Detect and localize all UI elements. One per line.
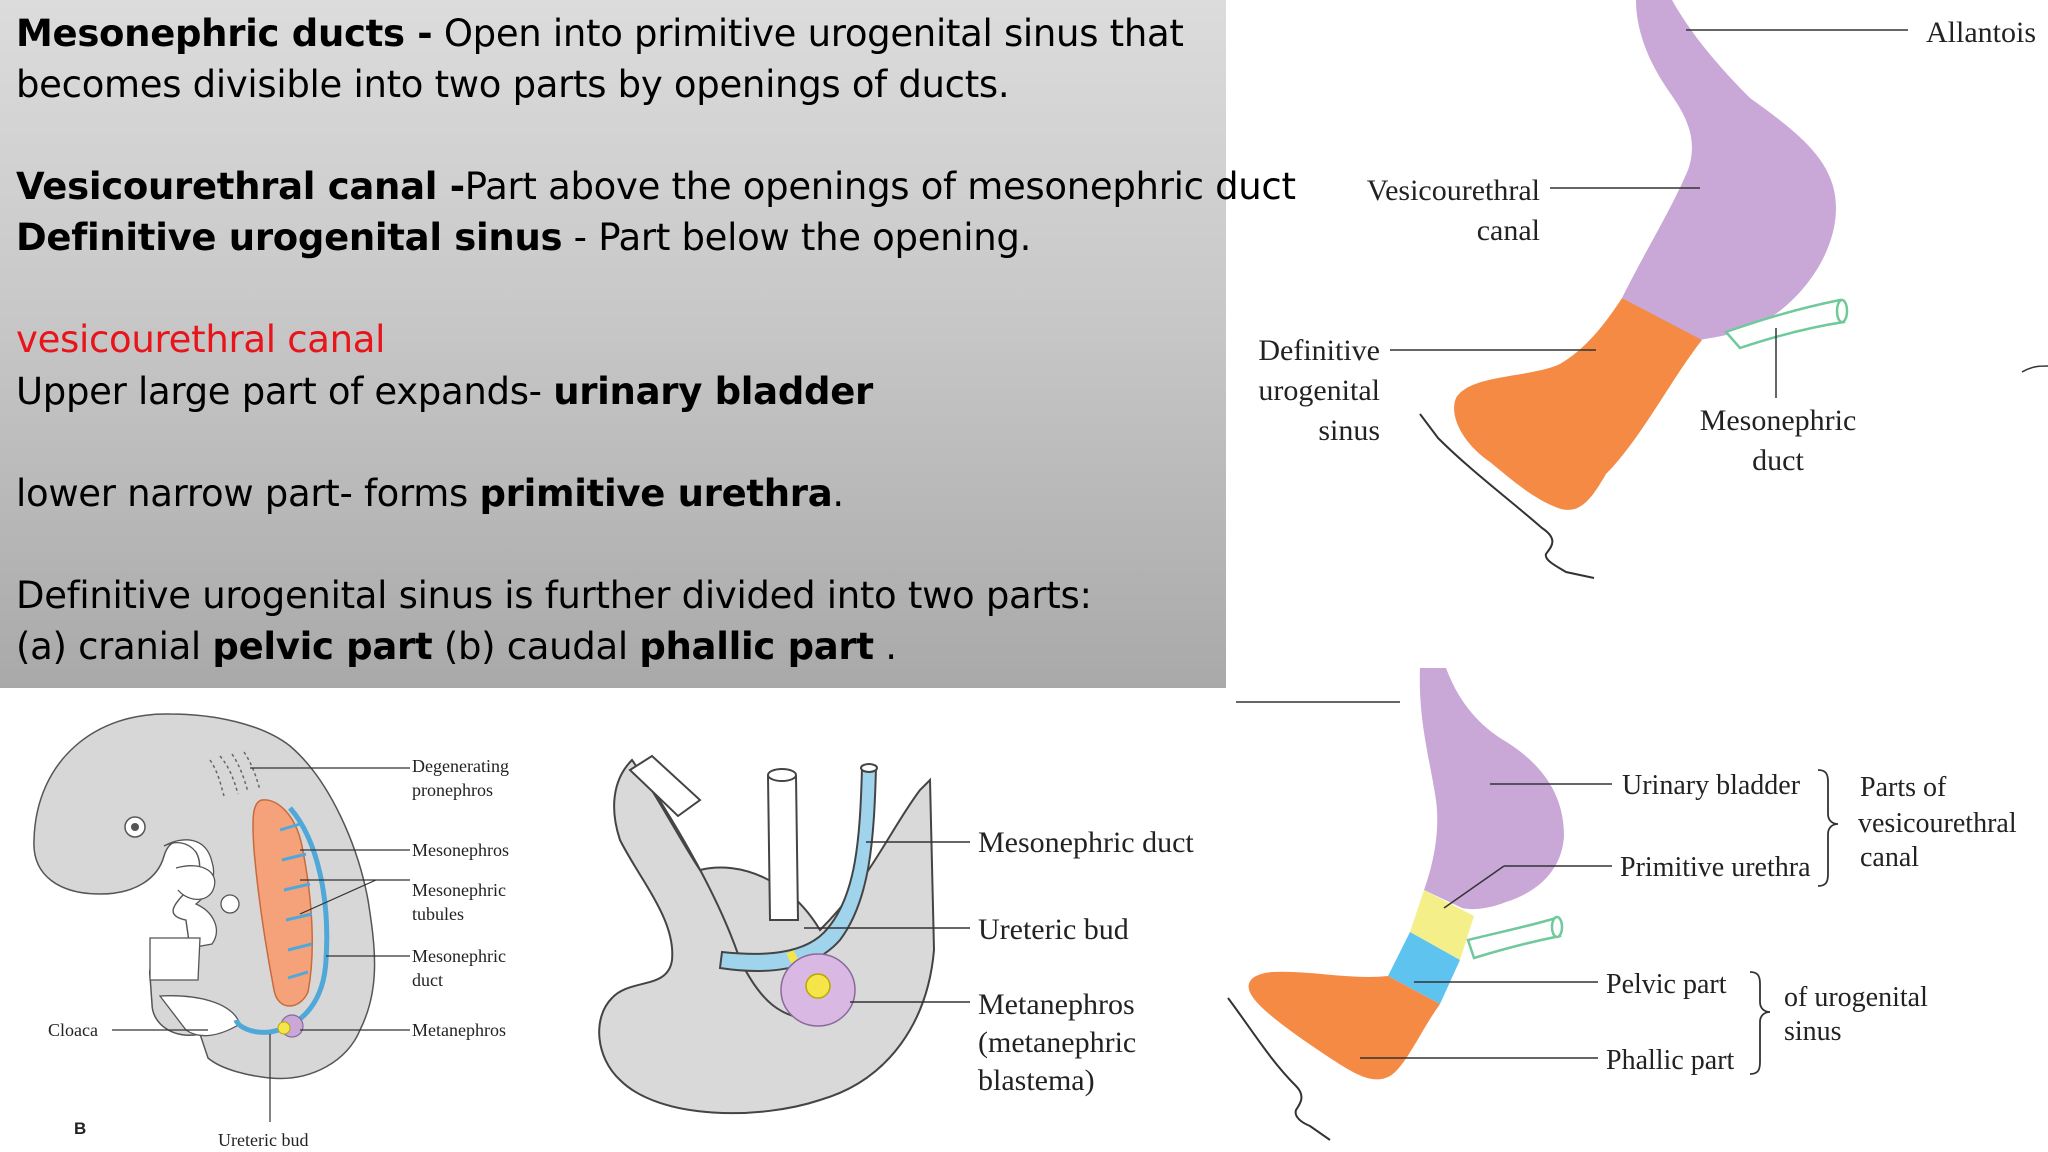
- label-tubules-1: Mesonephric: [412, 880, 506, 900]
- top-right-diagram: Allantois Vesicourethral canal Definitiv…: [1258, 0, 2048, 579]
- label-metanephros: Metanephros: [412, 1020, 506, 1040]
- text-panel: Mesonephric ducts - Open into primitive …: [0, 0, 1296, 688]
- label-parts-of-2: vesicourethral: [1858, 808, 2017, 839]
- label-phallic-part: Phallic part: [1606, 1045, 1735, 1076]
- text-line-2: becomes divisible into two parts by open…: [16, 63, 1010, 106]
- label-embryo-ureteric-bud: Ureteric bud: [218, 1130, 308, 1150]
- urinary-bladder-shape: [1419, 668, 1564, 910]
- label-tubules-2: tubules: [412, 904, 464, 924]
- panel-letter-b: B: [74, 1119, 86, 1138]
- text-line-6: Upper large part of expands- urinary bla…: [16, 370, 873, 413]
- label-bud-mesonephric-duct: Mesonephric duct: [978, 826, 1194, 859]
- label-definitive-3: sinus: [1318, 414, 1380, 447]
- label-embryo-duct-2: duct: [412, 970, 443, 990]
- label-mesonephric-1: Mesonephric: [1700, 404, 1857, 437]
- vesicourethral-canal-shape: [1622, 0, 1836, 340]
- label-urinary-bladder: Urinary bladder: [1622, 770, 1801, 801]
- label-primitive-urethra: Primitive urethra: [1620, 852, 1811, 883]
- label-mesonephric-2: duct: [1752, 444, 1804, 477]
- label-degenerating-2: pronephros: [412, 780, 493, 800]
- text-line-9: (a) cranial pelvic part (b) caudal phall…: [16, 625, 897, 668]
- label-allantois: Allantois: [1926, 16, 2036, 49]
- label-of-ug-2: sinus: [1784, 1016, 1842, 1047]
- label-definitive-1: Definitive: [1258, 334, 1380, 367]
- label-bud-ureteric-bud: Ureteric bud: [978, 913, 1129, 946]
- label-metanephros-2: (metanephric: [978, 1026, 1136, 1059]
- text-line-1: Mesonephric ducts - Open into primitive …: [16, 12, 1184, 55]
- body-wall-line: [1419, 413, 1595, 579]
- label-of-ug-1: of urogenital: [1784, 982, 1928, 1013]
- bottom-right-diagram: Urinary bladder Primitive urethra Parts …: [1227, 668, 2017, 1141]
- embryo-mesonephric-duct: [233, 806, 330, 1035]
- label-vesicourethral-1: Vesicourethral: [1367, 174, 1540, 207]
- label-vesicourethral-2: canal: [1477, 214, 1540, 247]
- text-line-3: Vesicourethral canal -Part above the ope…: [16, 165, 1296, 208]
- label-metanephros-1: Metanephros: [978, 988, 1135, 1021]
- label-parts-of-3: canal: [1860, 842, 1919, 873]
- label-metanephros-3: blastema): [978, 1064, 1095, 1097]
- label-pelvic-part: Pelvic part: [1606, 969, 1727, 1000]
- bud-mesonephric-duct: [718, 767, 878, 972]
- label-mesonephros: Mesonephros: [412, 840, 509, 860]
- definitive-urogenital-sinus-shape: [1454, 298, 1702, 510]
- label-cloaca: Cloaca: [48, 1020, 98, 1040]
- mesonephros-shape: [252, 799, 313, 1007]
- label-parts-of-1: Parts of: [1860, 772, 1947, 803]
- text-line-7: lower narrow part- forms primitive ureth…: [16, 472, 844, 515]
- bud-diagram: Mesonephric duct Ureteric bud Metanephro…: [598, 754, 1194, 1115]
- text-line-8: Definitive urogenital sinus is further d…: [16, 574, 1092, 617]
- pelvic-part-shape: [1388, 932, 1460, 1004]
- label-degenerating-1: Degenerating: [412, 756, 509, 776]
- phallic-part-shape: [1248, 971, 1440, 1080]
- label-embryo-duct-1: Mesonephric: [412, 946, 506, 966]
- red-heading: vesicourethral canal: [16, 318, 386, 361]
- primitive-urethra-shape: [1410, 890, 1474, 960]
- label-definitive-2: urogenital: [1258, 374, 1380, 407]
- text-line-4: Definitive urogenital sinus - Part below…: [16, 216, 1032, 259]
- hindgut-shape: [598, 758, 936, 1115]
- embryo-diagram: Degenerating pronephros Mesonephros Meso…: [33, 713, 509, 1150]
